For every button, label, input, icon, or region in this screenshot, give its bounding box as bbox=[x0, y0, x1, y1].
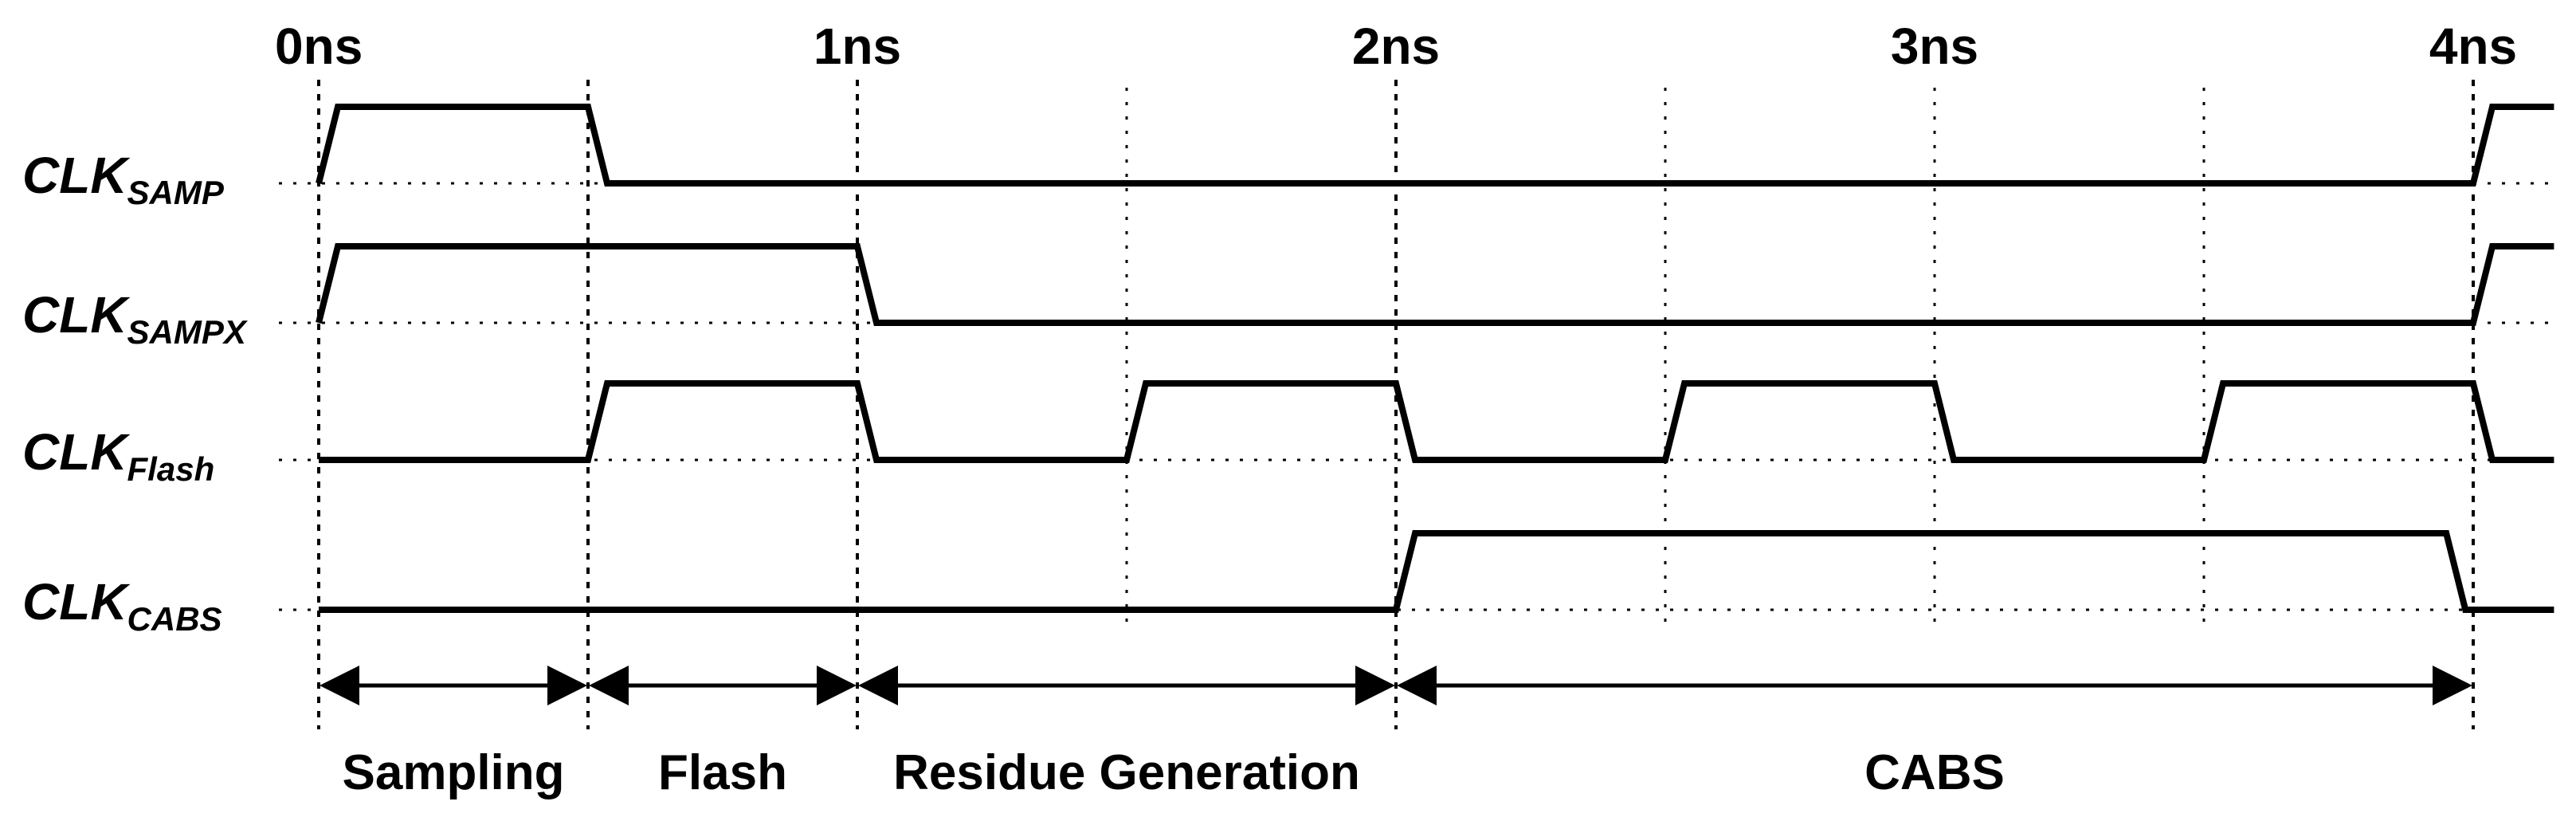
time-label: 4ns bbox=[2429, 18, 2517, 75]
waveform-cabs bbox=[319, 530, 2554, 613]
waveform-samp bbox=[316, 104, 2554, 187]
grid-layer bbox=[317, 80, 2475, 729]
waveform-sampx bbox=[316, 243, 2554, 326]
phase-label: Sampling bbox=[342, 745, 564, 800]
time-layer: 0ns 1ns 2ns 3ns 4ns bbox=[275, 18, 2517, 75]
signal-name: CLK bbox=[22, 423, 131, 481]
time-label: 2ns bbox=[1352, 18, 1440, 75]
signal-subscript: CABS bbox=[127, 600, 222, 638]
phase-label: CABS bbox=[1864, 745, 2005, 800]
signal-label: CLKSAMP bbox=[22, 147, 225, 211]
time-label: 1ns bbox=[814, 18, 901, 75]
signal-label: CLKCABS bbox=[22, 573, 222, 638]
signal-label: CLKFlash bbox=[22, 423, 214, 488]
signal-subscript: SAMPX bbox=[127, 313, 249, 351]
signal-subscript: Flash bbox=[127, 450, 215, 488]
waveform-flash bbox=[319, 380, 2554, 463]
time-label: 3ns bbox=[1891, 18, 1978, 75]
phase-label: Flash bbox=[658, 745, 787, 800]
signal-label: CLKSAMPX bbox=[22, 286, 249, 351]
signal-name: CLK bbox=[22, 286, 131, 344]
signal-subscript: SAMP bbox=[127, 174, 225, 211]
phase-label: Residue Generation bbox=[893, 745, 1360, 800]
time-label: 0ns bbox=[275, 18, 363, 75]
signal-name: CLK bbox=[22, 573, 131, 630]
signal-name: CLK bbox=[22, 147, 131, 204]
wave-layer bbox=[316, 104, 2554, 613]
phase-layer: Sampling Flash Residue Generation CABS bbox=[320, 666, 2472, 800]
